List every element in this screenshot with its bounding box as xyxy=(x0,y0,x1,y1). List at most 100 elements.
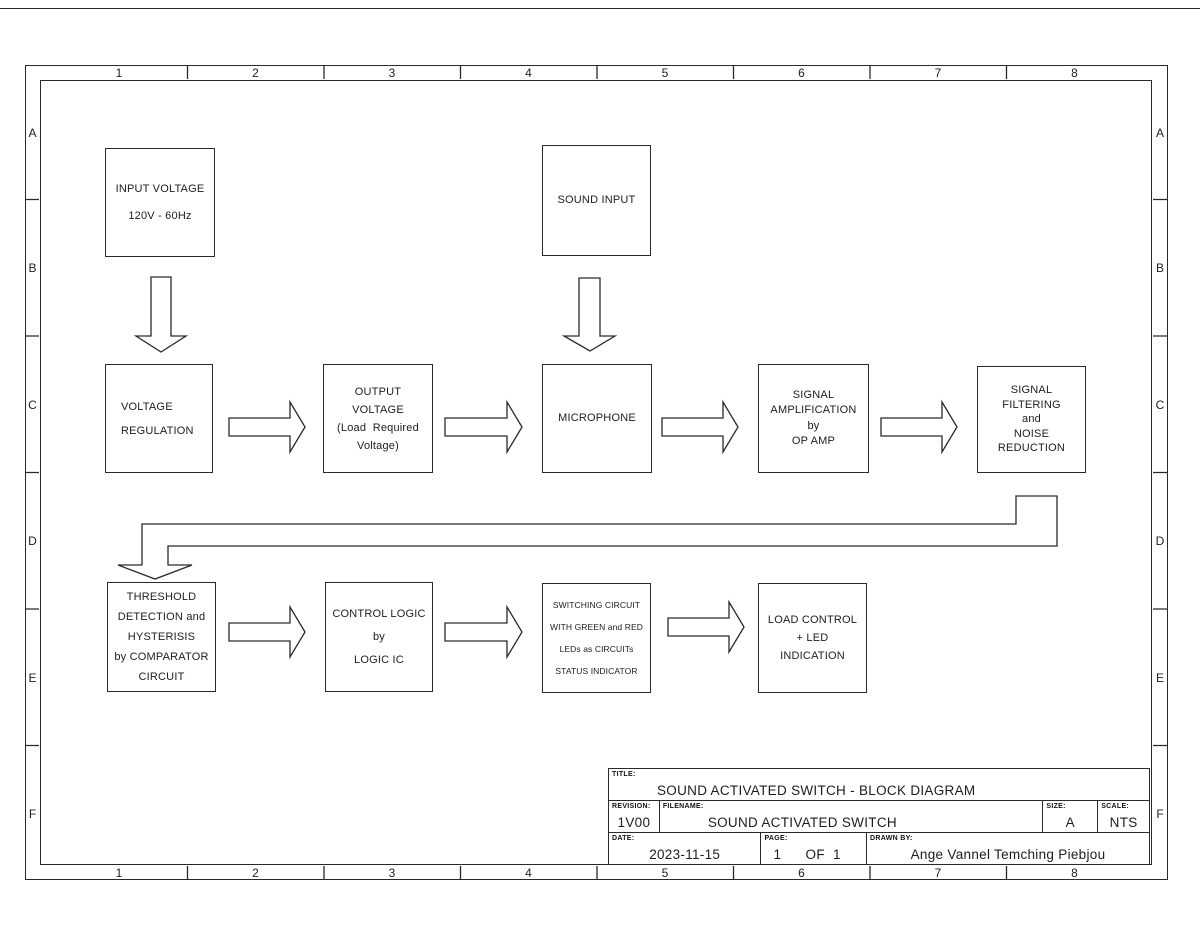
block-line: NOISE xyxy=(1013,427,1050,440)
title-block: TITLE: SOUND ACTIVATED SWITCH - BLOCK DI… xyxy=(608,768,1150,865)
arrow-amplification-to-filtering xyxy=(880,399,958,455)
grid-row-label-right: B xyxy=(1155,261,1165,275)
grid-row-label-right: C xyxy=(1155,397,1165,412)
block-sound-input: SOUND INPUT xyxy=(542,145,651,256)
grid-col-label-bottom: 7 xyxy=(934,865,942,880)
block-line: FILTERING xyxy=(1002,398,1061,411)
page-cell: PAGE: 1 OF 1 xyxy=(760,833,866,864)
revision-label: REVISION: xyxy=(612,803,651,810)
grid-col-label-top: 5 xyxy=(661,65,669,80)
grid-col-label-top: 2 xyxy=(252,65,259,80)
block-line: REGULATION xyxy=(121,424,194,437)
block-line: VOLTAGE xyxy=(121,400,173,413)
drawn-by-value: Ange Vannel Temching Piebjou xyxy=(910,847,1106,862)
size-cell: SIZE: A xyxy=(1042,801,1097,832)
block-line: AMPLIFICATION xyxy=(770,404,857,416)
scale-value: NTS xyxy=(1109,815,1138,830)
block-line: VOLTAGE xyxy=(352,403,404,416)
block-line: CIRCUIT xyxy=(138,671,185,683)
block-line: DETECTION and xyxy=(117,611,206,623)
scale-label: SCALE: xyxy=(1101,803,1130,810)
grid-row-label-right: A xyxy=(1155,125,1165,140)
grid-col-label-top: 3 xyxy=(388,65,396,80)
arrow-regulation-to-output xyxy=(228,399,306,455)
block-line: LEDs as CIRCUITs xyxy=(559,644,634,654)
title-block-row-title: TITLE: SOUND ACTIVATED SWITCH - BLOCK DI… xyxy=(609,769,1149,800)
block-line: STATUS INDICATOR xyxy=(555,666,638,676)
revision-value: 1V00 xyxy=(617,815,651,830)
block-line: OUTPUT xyxy=(354,385,402,398)
size-label: SIZE: xyxy=(1046,803,1066,810)
grid-col-label-bottom: 8 xyxy=(1071,865,1078,880)
grid-col-label-top: 6 xyxy=(798,65,805,80)
grid-row-label-left: A xyxy=(28,125,37,140)
block-input-voltage: INPUT VOLTAGE 120V - 60Hz xyxy=(105,148,215,257)
grid-col-label-top: 8 xyxy=(1071,65,1078,80)
block-signal-filtering: SIGNAL FILTERING and NOISE REDUCTION xyxy=(977,366,1086,473)
block-line: INDICATION xyxy=(780,650,845,662)
arrow-input-voltage-down xyxy=(133,276,189,353)
grid-col-label-bottom: 6 xyxy=(798,865,805,880)
block-line: OP AMP xyxy=(791,435,836,447)
page-top-rule xyxy=(0,8,1200,9)
grid-ticks xyxy=(26,66,1167,879)
arrow-switching-to-load xyxy=(667,599,745,655)
revision-cell: REVISION: 1V00 xyxy=(609,801,659,832)
block-line: SWITCHING CIRCUIT xyxy=(552,600,641,610)
drawn-by-label: DRAWN BY: xyxy=(870,835,913,842)
grid-row-label-left: E xyxy=(28,670,37,685)
block-threshold-detection: THRESHOLD DETECTION and HYSTERISIS by CO… xyxy=(107,582,216,692)
block-line: SOUND INPUT xyxy=(557,194,636,206)
block-microphone: MICROPHONE xyxy=(542,364,652,473)
grid-row-label-left: D xyxy=(28,534,37,548)
grid-col-label-bottom: 1 xyxy=(115,865,123,880)
date-label: DATE: xyxy=(612,835,635,842)
title-cell: TITLE: SOUND ACTIVATED SWITCH - BLOCK DI… xyxy=(609,769,1149,800)
page-value: 1 OF 1 xyxy=(773,847,841,862)
block-line: (Load Required xyxy=(337,421,419,434)
block-line: MICROPHONE xyxy=(558,412,636,424)
scale-cell: SCALE: NTS xyxy=(1097,801,1149,832)
block-signal-amplification: SIGNAL AMPLIFICATION by OP AMP xyxy=(758,364,869,473)
block-line: 120V - 60Hz xyxy=(128,209,192,222)
block-line: by xyxy=(372,630,386,643)
grid-row-label-left: B xyxy=(28,261,37,275)
arrow-output-to-microphone xyxy=(444,399,523,455)
block-line: THRESHOLD xyxy=(126,591,197,603)
block-line: LOAD CONTROL xyxy=(767,614,858,626)
block-line: by xyxy=(807,419,820,432)
connector-filtering-to-threshold xyxy=(117,495,1058,580)
block-line: INPUT VOLTAGE xyxy=(115,182,205,195)
filename-label: FILENAME: xyxy=(662,803,704,810)
filename-cell: FILENAME: SOUND ACTIVATED SWITCH xyxy=(658,801,1043,832)
block-line: and xyxy=(1022,413,1041,426)
grid-row-label-right: F xyxy=(1156,806,1164,821)
block-line: CONTROL LOGIC xyxy=(332,607,426,620)
drawing-title: SOUND ACTIVATED SWITCH - BLOCK DIAGRAM xyxy=(657,783,976,798)
grid-col-label-bottom: 4 xyxy=(525,865,532,880)
block-line: by COMPARATOR xyxy=(114,651,209,663)
block-line: LOGIC IC xyxy=(354,653,404,666)
title-block-row-meta: REVISION: 1V00 FILENAME: SOUND ACTIVATED… xyxy=(609,800,1149,832)
block-line: REDUCTION xyxy=(997,442,1066,455)
title-label: TITLE: xyxy=(612,771,636,778)
size-value: A xyxy=(1065,815,1075,830)
grid-col-label-top: 1 xyxy=(115,65,123,80)
grid-col-label-bottom: 2 xyxy=(252,865,259,880)
date-value: 2023-11-15 xyxy=(649,847,721,862)
arrow-microphone-to-amplification xyxy=(661,399,739,455)
block-switching-circuit: SWITCHING CIRCUIT WITH GREEN and RED LED… xyxy=(542,583,651,693)
block-control-logic: CONTROL LOGIC by LOGIC IC xyxy=(325,582,433,692)
arrow-control-to-switching xyxy=(444,604,523,660)
arrow-threshold-to-control xyxy=(228,604,306,660)
grid-row-label-right: D xyxy=(1155,534,1165,548)
arrow-sound-input-down xyxy=(561,277,618,352)
grid-col-label-top: 4 xyxy=(525,65,532,80)
grid-row-label-right: E xyxy=(1155,670,1165,685)
block-line: WITH GREEN and RED xyxy=(550,622,643,632)
drawn-by-cell: DRAWN BY: Ange Vannel Temching Piebjou xyxy=(866,833,1149,864)
grid-row-label-left: F xyxy=(28,806,37,821)
grid-col-label-bottom: 5 xyxy=(661,865,669,880)
